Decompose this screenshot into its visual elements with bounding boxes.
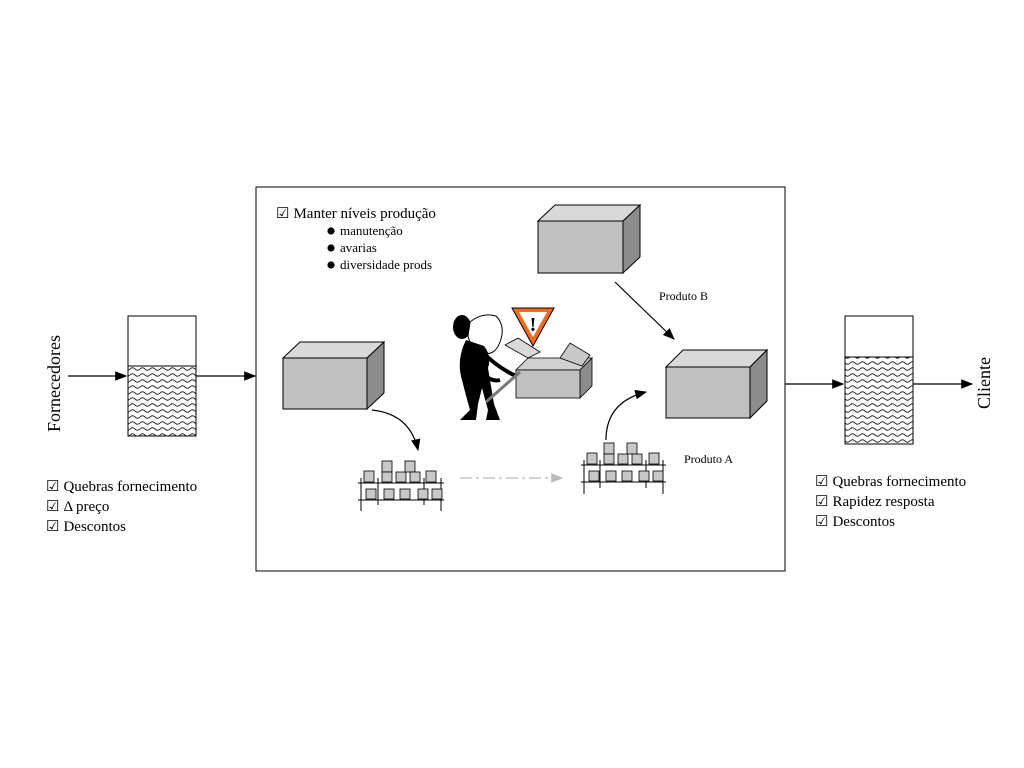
sub-item-maintenance: manutenção <box>340 223 403 238</box>
production-heading: ☑Manter níveis produção <box>276 206 436 222</box>
finished-goods-buffer-tank <box>844 315 914 445</box>
warning-icon: ! <box>511 307 555 348</box>
product-a-label: Produto A <box>684 452 733 466</box>
left-stock-shelf <box>358 460 444 511</box>
right-bullet-1: ☑Quebras fornecimento <box>815 474 966 490</box>
output-box <box>664 348 769 420</box>
bullet-dot <box>327 227 335 235</box>
product-b-box <box>536 203 642 275</box>
left-bullet-list: ☑Quebras fornecimento ☑Δ preço ☑Desconto… <box>46 479 197 535</box>
input-to-shelf-arrow <box>371 409 421 452</box>
left-bullet-2: ☑Δ preço <box>46 499 109 515</box>
left-bullet-3: ☑Descontos <box>46 519 126 535</box>
production-sub-list: manutenção avarias diversidade prods <box>327 223 432 272</box>
bullet-dot <box>327 261 335 269</box>
right-bullet-3: ☑Descontos <box>815 514 895 530</box>
worker-illustration: ! <box>453 307 593 420</box>
product-b-arrow <box>614 281 675 340</box>
raw-material-buffer-tank <box>127 315 197 437</box>
open-box-icon <box>504 337 593 399</box>
right-stock-shelf <box>581 442 666 494</box>
bullet-dot <box>327 244 335 252</box>
person-icon <box>453 314 521 420</box>
warning-exclamation: ! <box>530 314 537 336</box>
product-b-label: Produto B <box>659 289 708 303</box>
sub-item-breakdowns: avarias <box>340 240 377 255</box>
right-bullet-list: ☑Quebras fornecimento ☑Rapidez resposta … <box>815 474 966 530</box>
input-box <box>281 340 386 411</box>
suppliers-label: Fornecedores <box>44 335 64 432</box>
client-label: Cliente <box>974 357 994 409</box>
shelf-to-output-arrow <box>605 389 648 441</box>
right-bullet-2: ☑Rapidez resposta <box>815 494 935 510</box>
factory-frame <box>255 186 786 572</box>
sub-item-product-diversity: diversidade prods <box>340 257 432 272</box>
left-bullet-1: ☑Quebras fornecimento <box>46 479 197 495</box>
